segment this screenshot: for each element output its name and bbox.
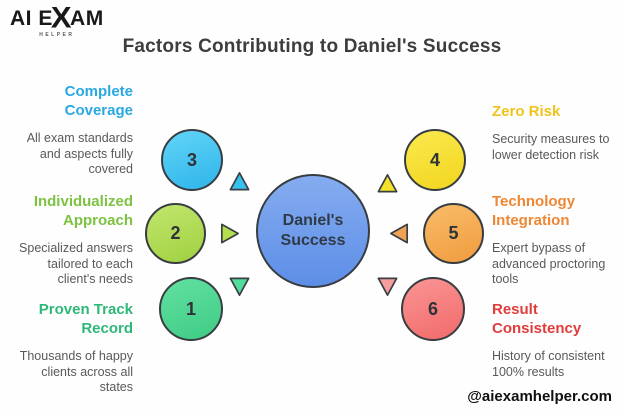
factor-label-complete-coverage: Complete Coverage All exam standards and…: [7, 82, 133, 178]
arrow-up-icon: [377, 174, 398, 193]
page-title: Factors Contributing to Daniel's Success: [122, 36, 502, 57]
factor-title: Zero Risk: [492, 103, 561, 120]
factor-circle-3: 3: [161, 129, 223, 191]
logo-prefix: AI E: [10, 6, 53, 30]
factor-label-zero-risk: Zero Risk Security measures to lower det…: [492, 102, 618, 163]
factor-description: Specialized answers tailored to each cli…: [19, 241, 133, 286]
center-label: Daniel's Success: [281, 211, 346, 251]
factor-number: 5: [448, 223, 459, 243]
factor-description: Security measures to lower detection ris…: [492, 132, 610, 162]
factor-label-proven-track-record: Proven Track Record Thousands of happy c…: [7, 300, 133, 396]
factor-description: Expert bypass of advanced proctoring too…: [492, 241, 606, 286]
factor-title: Complete Coverage: [64, 83, 133, 119]
center-label-line1: Daniel's: [282, 212, 344, 229]
arrow-down-icon: [377, 277, 398, 296]
factor-number: 4: [429, 149, 440, 170]
factor-number: 6: [427, 298, 438, 319]
arrow-up-icon: [229, 172, 250, 191]
factor-label-individualized-approach: Individualized Approach Specialized answ…: [7, 192, 133, 288]
factor-label-result-consistency: Result Consistency History of consistent…: [492, 300, 618, 380]
factor-description: History of consistent 100% results: [492, 349, 605, 379]
factor-number: 1: [185, 298, 196, 319]
factor-number: 2: [170, 223, 181, 243]
factor-description: All exam standards and aspects fully cov…: [26, 131, 133, 176]
logo-suffix: AM: [70, 6, 104, 30]
factor-title: Proven Track Record: [38, 301, 133, 337]
factor-description: Thousands of happy clients across all st…: [19, 349, 133, 394]
factor-circle-1: 1: [159, 277, 223, 341]
factor-title: Result Consistency: [492, 301, 582, 337]
logo-x-glyph: X: [50, 0, 73, 35]
factor-circle-2: 2: [145, 203, 206, 264]
arrow-right-icon: [220, 223, 239, 244]
arrow-left-icon: [390, 223, 409, 244]
factor-label-technology-integration: Technology Integration Expert bypass of …: [492, 192, 618, 288]
center-label-line2: Success: [280, 232, 346, 249]
factor-circle-6: 6: [401, 277, 465, 341]
factor-title: Technology Integration: [492, 193, 576, 229]
factor-circle-5: 5: [423, 203, 484, 264]
website-handle: @aiexamhelper.com: [467, 388, 612, 405]
arrow-down-icon: [229, 277, 250, 296]
center-circle-daniels-success: Daniel's Success: [256, 174, 370, 288]
factor-circle-4: 4: [404, 129, 466, 191]
factor-number: 3: [186, 149, 197, 170]
factor-title: Individualized Approach: [33, 193, 133, 229]
brand-logo-subtitle: HELPER: [39, 31, 75, 38]
